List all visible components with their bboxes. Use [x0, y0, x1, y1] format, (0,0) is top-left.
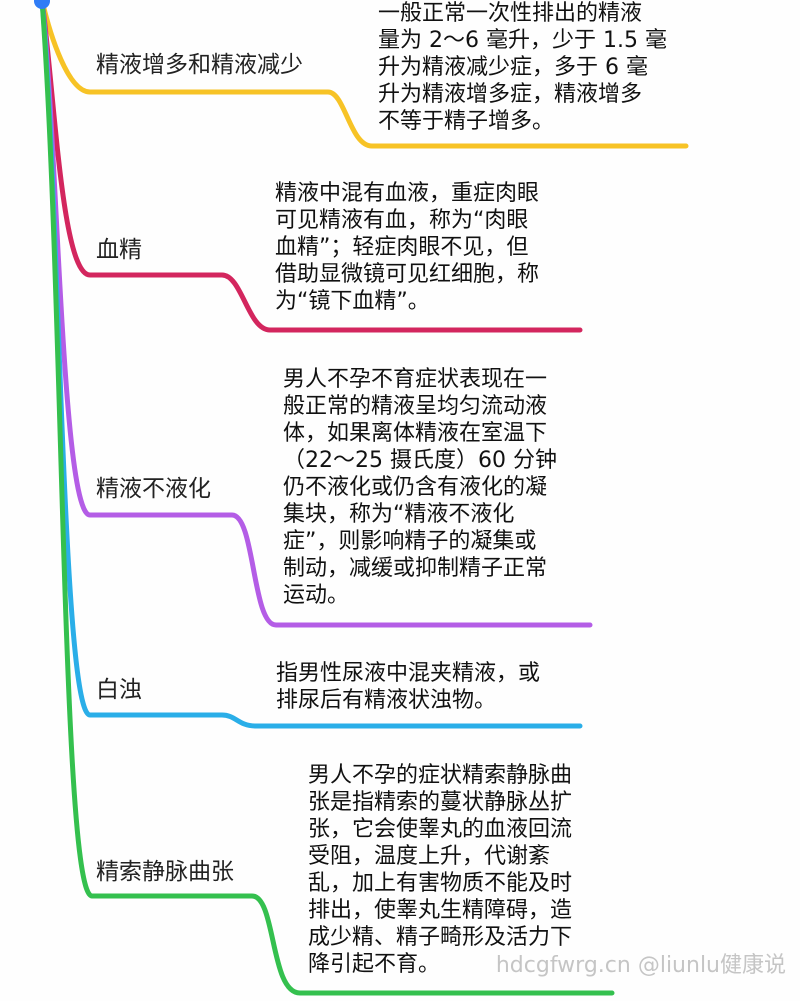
branch-text-3: 男人不孕不育症状表现在一 般正常的精液呈均匀流动液 体，如果离体精液在室温下 （… — [283, 367, 557, 608]
watermark: hdcgfwrg.cn @liunlu健康说 — [495, 953, 786, 978]
branch-text-5: 男人不孕的症状精索静脉曲 张是指精索的蔓状静脉丛扩 张，它会使睾丸的血液回流 受… — [308, 763, 573, 977]
branch-text-1: 一般正常一次性排出的精液 量为 2～6 毫升，少于 1.5 毫 升为精液减少症，… — [378, 1, 667, 134]
branch-label-1: 精液增多和精液减少 — [96, 52, 303, 78]
branch-line-5 — [39, 0, 615, 996]
branch-line-1 — [39, 0, 689, 149]
branch-label-3: 精液不液化 — [96, 476, 211, 502]
branch-label-5: 精索静脉曲张 — [96, 859, 234, 885]
branch-label-2: 血精 — [96, 237, 142, 263]
branch-label-4: 白浊 — [96, 677, 142, 703]
root-node — [34, 0, 50, 9]
branch-text-4: 指男性尿液中混夹精液，或 排尿后有精液状浊物。 — [276, 661, 541, 713]
branch-text-2: 精液中混有血液，重症肉眼 可见精液有血，称为“肉眼 血精”；轻症肉眼不见，但 借… — [275, 181, 540, 314]
